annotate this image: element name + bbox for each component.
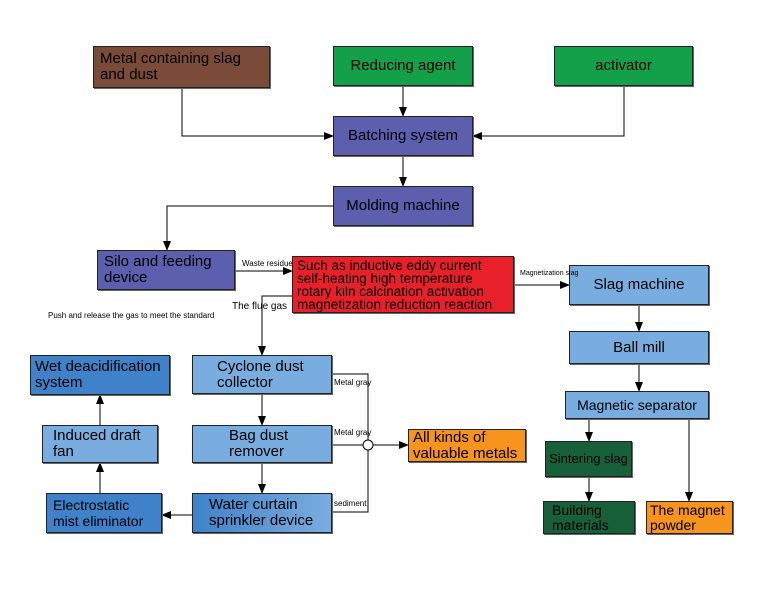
edge-activator-to-batching	[472, 86, 625, 140]
node-label: Metal containing slag and dust	[100, 50, 241, 83]
node-valuable-metals: All kinds of valuable metals	[408, 429, 526, 462]
node-bag-dust: Bag dust remover	[192, 425, 332, 463]
node-magnet-powder: The magnet powder	[646, 501, 733, 534]
node-label: Reducing agent	[350, 57, 456, 74]
node-sintering-slag: Sintering slag	[545, 441, 632, 477]
node-molding: Molding machine	[333, 186, 473, 226]
node-label: Such as inductive eddy current self-heat…	[297, 257, 493, 312]
node-ball-mill: Ball mill	[569, 331, 709, 364]
node-label: Cyclone dust collector	[217, 357, 304, 391]
edge-slag-to-batching	[181, 88, 334, 140]
node-silo: Silo and feeding device	[97, 250, 235, 290]
node-label: Silo and feeding device	[104, 253, 212, 286]
node-batching: Batching system	[333, 116, 473, 156]
label-waste-residue: Waste residue	[242, 259, 293, 268]
label-metal-gray-2: Metal gray	[334, 428, 372, 437]
node-cyclone: Cyclone dust collector	[192, 355, 332, 394]
node-water-curtain: Water curtain sprinkler device	[192, 493, 332, 533]
edge-reaction-to-cyclone	[258, 295, 292, 356]
node-label: Magnetic separator	[577, 397, 697, 413]
node-label: Batching system	[347, 127, 459, 144]
node-label: Molding machine	[346, 197, 460, 214]
node-reducing-agent: Reducing agent	[333, 46, 473, 86]
edge-molding-to-silo	[163, 205, 333, 251]
node-label: activator	[595, 57, 652, 74]
node-label: Building materials	[552, 501, 609, 533]
node-electrostatic: Electrostatic mist eliminator	[46, 493, 162, 533]
node-label: Electrostatic mist eliminator	[53, 497, 144, 529]
label-flue-gas: The flue gas	[232, 301, 288, 312]
node-wet-deacidification: Wet deacidification system	[30, 355, 170, 395]
node-label: Ball mill	[613, 338, 665, 356]
node-label: Wet deacidification system	[35, 358, 161, 391]
label-magnetization-slag: Magnetization slag	[520, 270, 579, 277]
node-magnetic-separator: Magnetic separator	[565, 391, 709, 419]
node-metal-slag: Metal containing slag and dust	[93, 46, 270, 88]
junction-node	[362, 439, 374, 451]
node-label: All kinds of valuable metals	[413, 428, 518, 462]
node-label: Sintering slag	[549, 451, 628, 466]
node-label: Induced draft fan	[53, 427, 141, 460]
node-building-materials: Building materials	[543, 501, 635, 534]
node-slag-machine: Slag machine	[569, 265, 709, 305]
label-sediment: sediment	[334, 499, 367, 508]
node-label: The magnet powder	[650, 501, 725, 533]
label-metal-gray-1: Metal gray	[334, 378, 372, 387]
node-induced-draft-fan: Induced draft fan	[42, 425, 158, 463]
node-activator: activator	[554, 46, 693, 86]
node-label: Slag machine	[593, 276, 685, 293]
node-label: Water curtain sprinkler device	[209, 496, 314, 529]
node-reaction: Such as inductive eddy current self-heat…	[292, 256, 514, 313]
node-label: Bag dust remover	[229, 427, 289, 460]
label-push-release: Push and release the gas to meet the sta…	[48, 311, 215, 320]
